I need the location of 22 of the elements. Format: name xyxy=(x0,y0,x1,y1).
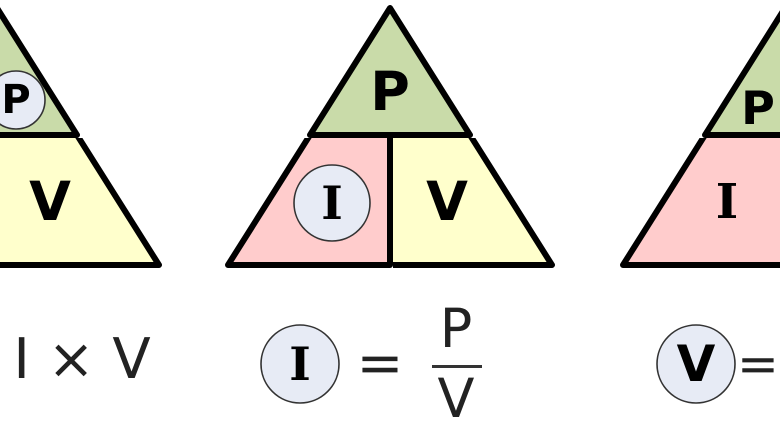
triangle-top-section xyxy=(307,5,473,138)
symbol-label: V xyxy=(426,175,468,229)
symbol-label: I xyxy=(716,178,738,226)
symbol-label: P xyxy=(741,85,775,131)
formula-text: I × V xyxy=(13,332,151,388)
triangle-bottom-section xyxy=(0,138,162,268)
triangle-bottom-section xyxy=(225,138,393,268)
highlight-circle xyxy=(293,164,371,242)
symbol-label: I xyxy=(289,341,311,387)
symbol-label: V xyxy=(676,339,716,389)
equals-sign: = xyxy=(356,336,404,392)
symbol-label: P xyxy=(1,80,31,120)
symbol-label: P xyxy=(370,65,410,119)
fraction-denominator: V xyxy=(438,372,474,426)
triangle-bottom-section xyxy=(620,138,780,268)
symbol-label: V xyxy=(29,175,71,229)
symbol-label: I xyxy=(321,180,343,226)
highlight-circle xyxy=(656,324,736,404)
equals-sign: = xyxy=(737,339,779,389)
triangle-bottom-section xyxy=(393,138,555,268)
fraction-numerator: P xyxy=(440,302,472,356)
highlight-circle xyxy=(260,324,340,404)
